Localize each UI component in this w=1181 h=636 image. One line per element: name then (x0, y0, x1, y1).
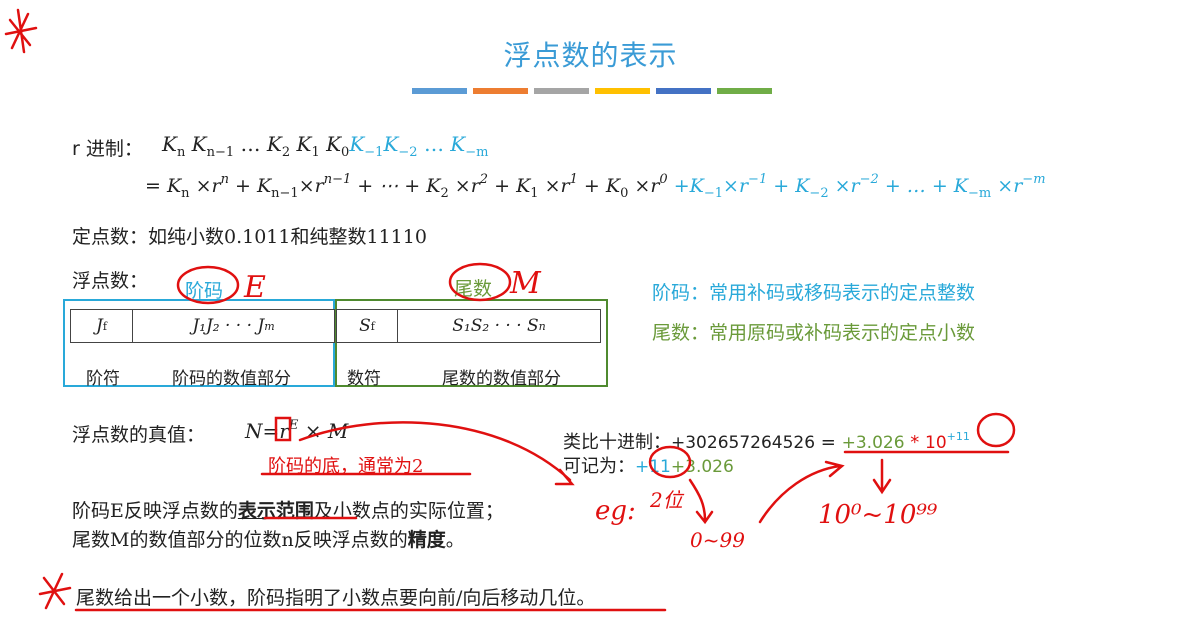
handwritten-m: M (510, 266, 541, 301)
cell-exponent-sign-text: J (96, 316, 103, 336)
base-note: 阶码的底，通常为2 (268, 456, 424, 477)
circle-exp-top (976, 412, 1016, 448)
box-around-r (274, 416, 292, 442)
page-title: 浮点数的表示 (503, 39, 678, 72)
accent-bar (473, 88, 528, 94)
exponent-box (63, 299, 335, 387)
paragraph-range: 阶码E反映浮点数的表示范围及小数点的实际位置； (72, 500, 504, 522)
handwritten-range-b: 10⁰~10⁹⁹ (818, 500, 938, 530)
floating-point-label: 浮点数： (72, 270, 149, 292)
conclusion-text: 尾数给出一个小数，阶码指明了小数点要向前/向后移动几位。 (76, 587, 596, 609)
accent-bar (656, 88, 711, 94)
circle-exponent (176, 265, 240, 305)
handwritten-e: E (244, 270, 266, 305)
radix-expansion: = Kn ×rn + Kn−1×rn−1 + ⋯ + K2 ×r2 + K1 ×… (145, 172, 1046, 201)
title-accent-bars (412, 88, 772, 94)
arrow-curve (758, 460, 845, 524)
analogy-line: 类比十进制：+302657264526 = +3.026 * 10+11 (563, 430, 970, 453)
radix-label: r 进制： (72, 138, 143, 160)
accent-bar (717, 88, 772, 94)
star-mark (4, 8, 38, 54)
arrow-to-eg (298, 421, 575, 486)
accent-bar (534, 88, 589, 94)
radix-digits: Kn Kn−1 … K2 K1 K0K−1K−2 … K−m (162, 132, 489, 160)
handwritten-two-digits: 2位 (650, 488, 683, 512)
exponent-description: 阶码：常用补码或移码表示的定点整数 (652, 282, 976, 304)
mantissa-description: 尾数：常用原码或补码表示的定点小数 (652, 322, 976, 344)
circle-mantissa (448, 262, 512, 302)
arrow-down-right (872, 458, 892, 495)
true-value-label: 浮点数的真值： (72, 424, 206, 446)
handwritten-range-a: 0~99 (690, 528, 745, 552)
caption-exponent-value: 阶码的数值部分 (172, 369, 291, 389)
handwritten-eg: eg: (595, 496, 636, 526)
caption-mantissa-value: 尾数的数值部分 (442, 369, 561, 389)
paragraph-precision: 尾数M的数值部分的位数n反映浮点数的精度。 (72, 529, 465, 551)
caption-exponent-sign: 阶符 (86, 369, 120, 389)
fixed-point-text: 定点数：如纯小数0.1011和纯整数11110 (72, 226, 427, 248)
mantissa-label: 尾数 (454, 278, 493, 300)
accent-bar (595, 88, 650, 94)
accent-bar (412, 88, 467, 94)
exponent-label: 阶码 (185, 280, 224, 302)
circle-exp-write (648, 445, 692, 479)
caption-mantissa-sign: 数符 (347, 369, 381, 389)
star-mark (38, 572, 72, 610)
arrow-down-left (688, 478, 714, 525)
